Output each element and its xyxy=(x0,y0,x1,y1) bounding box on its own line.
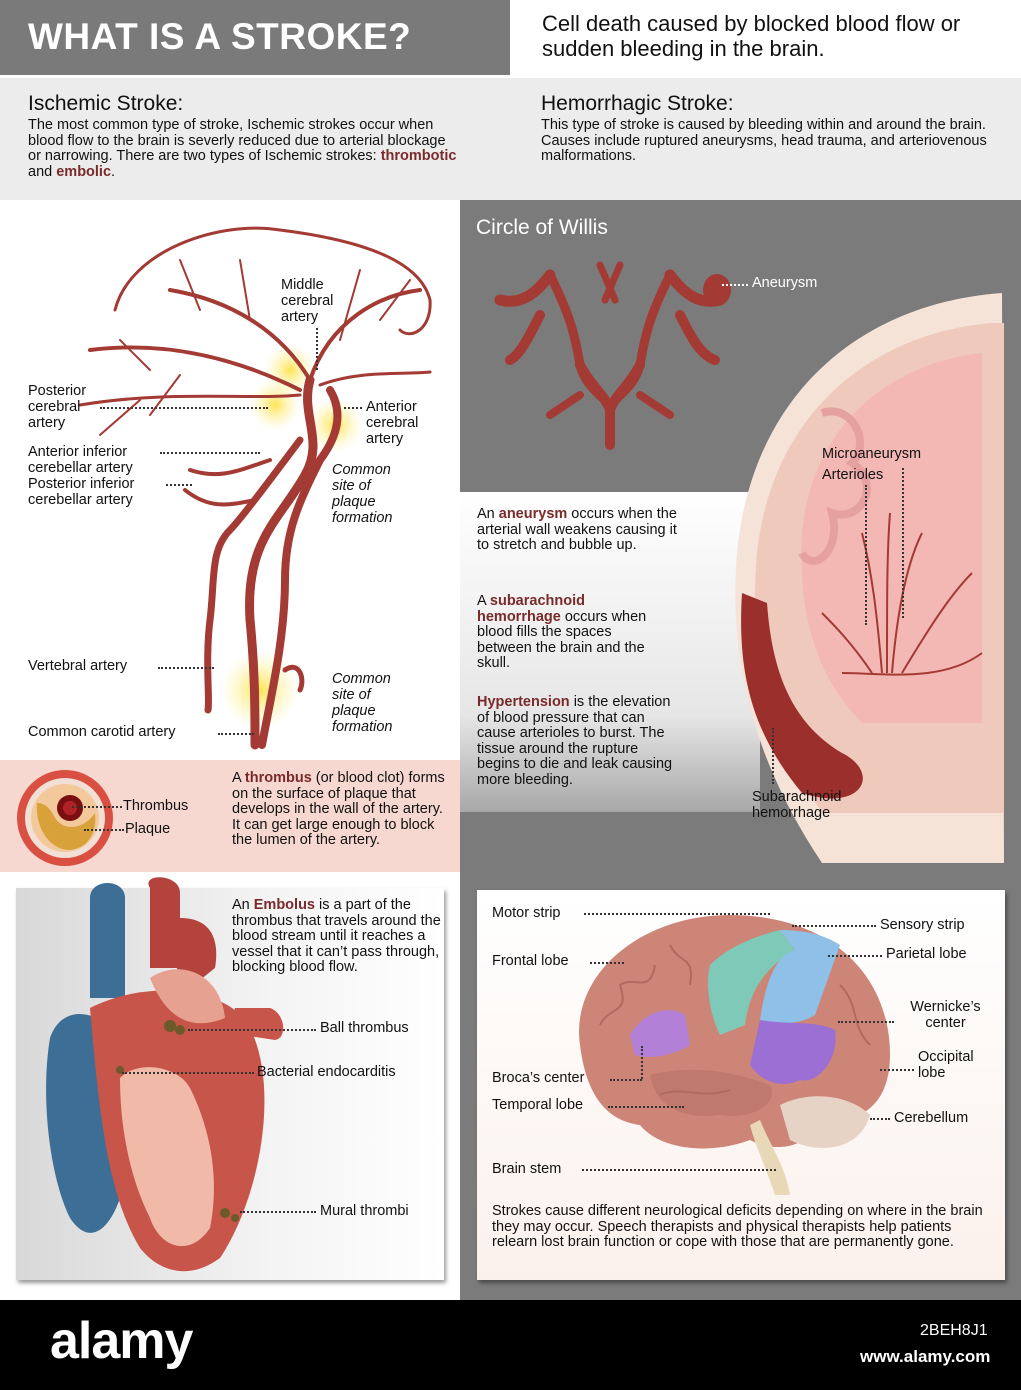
hemorrhage-text-panel xyxy=(460,492,760,812)
footer-bar xyxy=(0,1300,1021,1390)
alamy-url: www.alamy.com xyxy=(860,1347,991,1366)
label-ball-thrombus: Ball thrombus xyxy=(320,1020,409,1036)
label-microaneurysm: Microaneurysm xyxy=(822,446,922,462)
circle-of-willis-illustration xyxy=(494,261,731,450)
page-subtitle: Cell death caused by blocked blood flow … xyxy=(542,11,961,61)
leader-subarachnoid xyxy=(772,728,774,784)
page-title: WHAT IS A STROKE? xyxy=(28,16,412,57)
leader-brain-stem xyxy=(582,1169,776,1171)
leader-posterior-inferior xyxy=(166,484,192,486)
label-posterior-cerebral: Posterior cerebral artery xyxy=(28,383,87,431)
label-cerebellum: Cerebellum xyxy=(894,1110,969,1126)
circle-of-willis-title: Circle of Willis xyxy=(476,216,608,239)
leader-arterioles xyxy=(865,485,867,625)
leader-mural-thrombi xyxy=(240,1211,316,1213)
leader-ball-thrombus xyxy=(188,1029,316,1031)
label-mural-thrombi: Mural thrombi xyxy=(320,1203,409,1219)
label-temporal-lobe: Temporal lobe xyxy=(492,1097,584,1113)
leader-plaque xyxy=(84,829,124,831)
label-thrombus: Thrombus xyxy=(123,798,189,814)
label-plaque-site-upper: Common site of plaque formation xyxy=(332,462,393,526)
thrombus-text: A thrombus (or blood clot) forms on the … xyxy=(232,770,445,848)
leader-parietal-lobe xyxy=(828,955,882,957)
cerebral-artery-illustration xyxy=(78,226,432,750)
leader-aneurysm xyxy=(722,284,748,286)
title-banner xyxy=(0,0,510,75)
label-posterior-inferior: Posterior inferior cerebellar artery xyxy=(28,476,135,508)
label-bacterial-endocarditis: Bacterial endocarditis xyxy=(257,1064,396,1080)
term-aneurysm: aneurysm xyxy=(498,506,568,522)
ischemic-text: The most common type of stroke, Ischemic… xyxy=(28,117,457,180)
leader-microaneurysm xyxy=(902,468,904,618)
label-common-carotid: Common carotid artery xyxy=(28,724,176,740)
leader-middle-cerebral xyxy=(316,328,318,370)
label-middle-cerebral: Middle cerebral artery xyxy=(281,277,334,325)
hemorrhagic-heading: Hemorrhagic Stroke: xyxy=(541,92,734,115)
heart-illustration xyxy=(46,877,284,1272)
label-frontal-lobe: Frontal lobe xyxy=(492,953,569,969)
leader-wernickes-center xyxy=(838,1021,894,1023)
ischemic-heading: Ischemic Stroke: xyxy=(28,92,184,115)
label-anterior-inferior: Anterior inferior cerebellar artery xyxy=(28,444,133,476)
label-brocas-center: Broca’s center xyxy=(492,1070,585,1086)
leader-cerebellum xyxy=(870,1118,890,1120)
leader-anterior-cerebral xyxy=(344,407,362,409)
subarachnoid-text: A subarachnoid hemorrhage occurs when bl… xyxy=(477,593,647,671)
term-subarachnoid: subarachnoid hemorrhage xyxy=(477,593,585,625)
label-aneurysm: Aneurysm xyxy=(752,275,818,291)
term-thrombus: thrombus xyxy=(244,770,312,786)
leader-vertebral xyxy=(158,667,214,669)
embolus-text: An Embolus is a part of the thrombus tha… xyxy=(232,897,441,975)
term-embolic: embolic xyxy=(56,163,112,180)
brain-lobes-illustration xyxy=(579,915,890,1195)
label-motor-strip: Motor strip xyxy=(492,905,561,921)
leader-bacterial-endocarditis xyxy=(122,1072,254,1074)
term-embolus: Embolus xyxy=(253,897,315,913)
leader-motor-strip xyxy=(584,913,770,915)
leader-occipital-lobe xyxy=(880,1069,914,1071)
leader-brocas-center-vertical xyxy=(641,1046,643,1079)
leader-sensory-strip xyxy=(792,925,876,927)
label-brain-stem: Brain stem xyxy=(492,1161,562,1177)
leader-common-carotid xyxy=(218,733,254,735)
term-hypertension: Hypertension xyxy=(477,694,570,710)
leader-brocas-center xyxy=(610,1079,642,1081)
artery-cross-section-illustration xyxy=(17,770,113,866)
label-wernickes-center: Wernicke’s center xyxy=(910,999,981,1031)
image-id: 2BEH8J1 xyxy=(920,1322,988,1339)
label-plaque-site-lower: Common site of plaque formation xyxy=(332,671,393,735)
brain-footer-text: Strokes cause different neurological def… xyxy=(492,1203,983,1250)
hemorrhagic-text: This type of stroke is caused by bleedin… xyxy=(541,117,987,164)
brain-cross-section-illustration xyxy=(735,293,1004,863)
label-subarachnoid-hemorrhage: Subarachnoid hemorrhage xyxy=(752,789,842,821)
label-sensory-strip: Sensory strip xyxy=(880,917,965,933)
alamy-logo: alamy xyxy=(50,1312,193,1370)
leader-temporal-lobe xyxy=(608,1106,684,1108)
leader-thrombus xyxy=(72,806,122,808)
label-arterioles: Arterioles xyxy=(822,467,884,483)
label-vertebral-artery: Vertebral artery xyxy=(28,658,128,674)
hypertension-text: Hypertension is the elevation of blood p… xyxy=(477,694,673,788)
aneurysm-text: An aneurysm occurs when the arterial wal… xyxy=(477,506,677,553)
leader-anterior-inferior xyxy=(160,452,260,454)
label-occipital-lobe: Occipital lobe xyxy=(918,1049,974,1081)
label-plaque: Plaque xyxy=(125,821,171,837)
leader-posterior-cerebral xyxy=(100,407,268,409)
term-thrombotic: thrombotic xyxy=(380,148,457,164)
leader-frontal-lobe xyxy=(590,962,624,964)
intro-band xyxy=(0,78,1021,200)
label-parietal-lobe: Parietal lobe xyxy=(886,946,967,962)
label-anterior-cerebral: Anterior cerebral artery xyxy=(366,399,419,447)
